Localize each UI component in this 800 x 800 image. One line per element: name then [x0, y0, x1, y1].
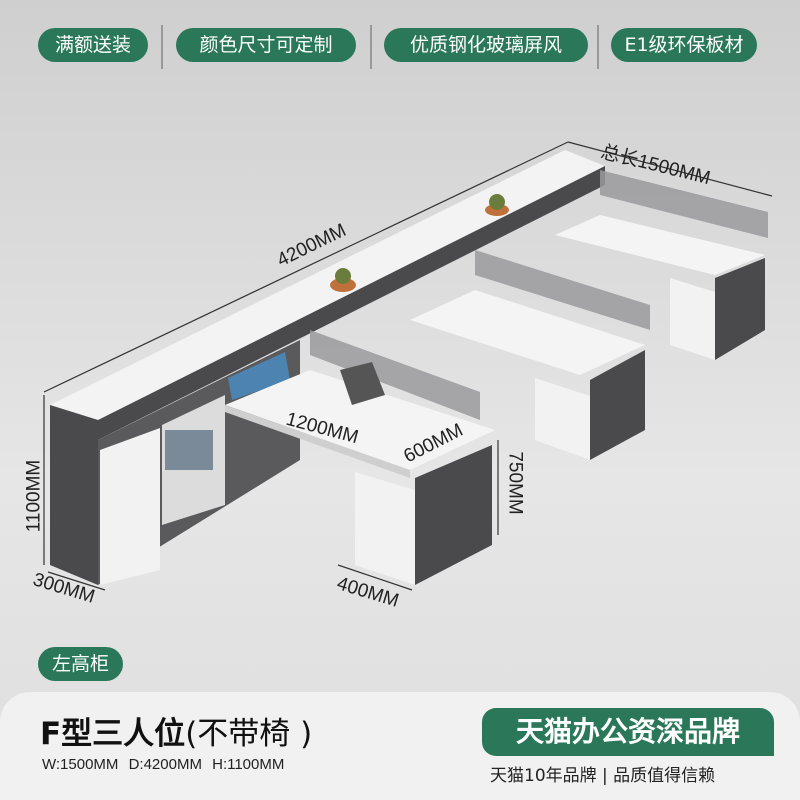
pedestal [355, 472, 415, 585]
plant-pot [330, 278, 356, 292]
title-main: F型三人位 [40, 716, 186, 752]
product-spec: W:1500MM D:4200MM H:1100MM [42, 756, 285, 773]
glass-screen [310, 330, 480, 420]
brand-slogan: 天猫10年品牌 | 品质值得信赖 [490, 766, 716, 786]
divider [597, 25, 599, 69]
badge-free-install: 满额送装 [38, 28, 148, 62]
badge-glass-screen: 优质钢化玻璃屏风 [384, 28, 588, 62]
dim-desk-height: 750MM [504, 451, 526, 515]
cabinet-door [100, 428, 160, 585]
desk-illustration [43, 141, 773, 591]
cabinet-top [50, 150, 605, 420]
desk-top [410, 290, 645, 375]
left-cabinet-tag: 左高柜 [38, 647, 124, 681]
dimension-lines [43, 141, 773, 591]
glass-screen [600, 170, 768, 238]
books [228, 352, 290, 400]
desk-top [555, 215, 765, 275]
title-note: (不带椅 ) [185, 716, 313, 752]
glass-screen [475, 250, 650, 330]
desk-top [225, 370, 495, 470]
feature-badges: 满额送装 颜色尺寸可定制 优质钢化玻璃屏风 E1级环保板材 [0, 25, 800, 69]
cabinet-side [50, 405, 98, 585]
dim-cabinet-height: 1100MM [23, 459, 45, 533]
laptop [340, 362, 385, 405]
product-title: F型三人位(不带椅 ) [40, 708, 312, 753]
divider [161, 25, 163, 69]
storage-box [165, 430, 213, 470]
badge-custom-size: 颜色尺寸可定制 [176, 28, 356, 62]
badge-e1-board: E1级环保板材 [611, 28, 757, 62]
divider [370, 25, 372, 69]
brand-banner: 天猫办公资深品牌 [482, 708, 774, 756]
